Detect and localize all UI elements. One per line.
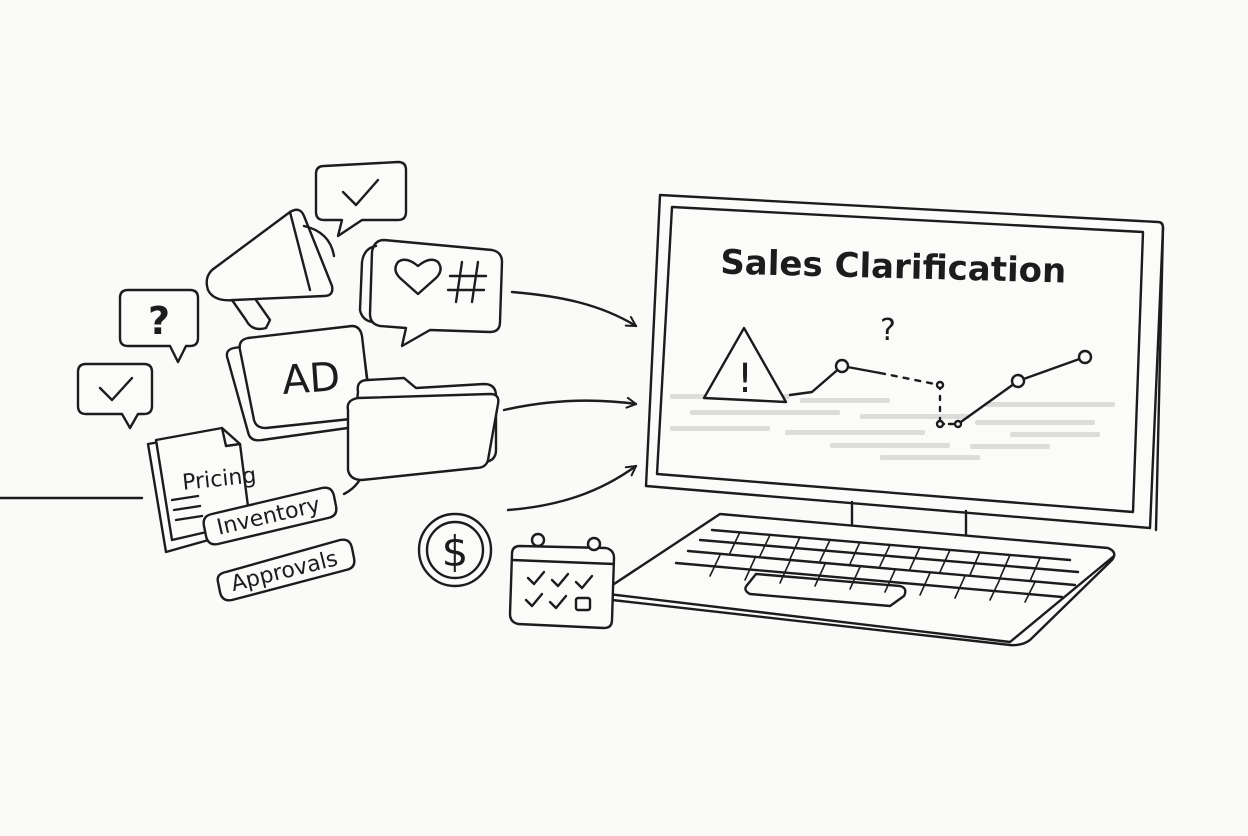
trackpad: [744, 572, 907, 608]
social-bubble-icon: [358, 238, 504, 348]
arrow-to-screen-top: [510, 290, 638, 328]
trend-point: [1077, 349, 1093, 365]
check-bubble-top-icon: [314, 160, 408, 238]
arrow-to-screen-bottom: [506, 464, 638, 512]
megaphone-icon: [205, 208, 336, 331]
trend-point: [1010, 373, 1026, 389]
keyboard-row: [674, 561, 1064, 599]
approvals-label: Approvals: [228, 546, 340, 597]
coin-symbol: $: [442, 527, 469, 576]
keyboard-row: [698, 538, 1080, 574]
heart-icon: [394, 258, 442, 296]
trend-point: [935, 419, 945, 429]
question-bubble-glyph: ?: [148, 299, 170, 343]
blurred-lines: [670, 394, 1115, 460]
trend-point: [834, 358, 850, 374]
warning-icon: [702, 326, 788, 404]
approvals-tag: Approvals: [216, 538, 356, 602]
folder-icon: [346, 376, 500, 482]
calendar-icon: [508, 532, 616, 630]
check-bubble-left-icon: [76, 362, 154, 430]
trend-point: [935, 380, 945, 390]
question-bubble-icon: ?: [118, 288, 200, 364]
screen-title: Sales Clarification: [720, 242, 1067, 291]
ad-card-label: AD: [280, 354, 341, 404]
ad-card-icon: AD: [225, 324, 374, 442]
dollar-coin-icon: $: [417, 512, 493, 588]
warning-glyph: !: [737, 356, 753, 402]
keyboard-row: [686, 549, 1077, 587]
screen-question-mark: ?: [880, 313, 896, 348]
trend-line: [788, 349, 1093, 429]
trend-point: [953, 419, 963, 429]
arrow-to-screen-middle: [502, 396, 638, 412]
hash-icon: [446, 260, 488, 304]
